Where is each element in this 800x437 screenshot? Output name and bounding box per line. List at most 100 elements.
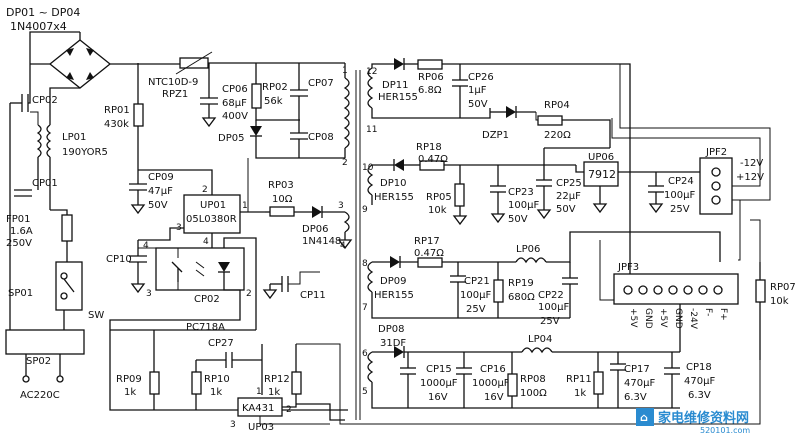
cp25-label: CP25 [556,178,582,189]
pin-7: 7 [362,303,368,313]
pin-8: 8 [362,259,368,269]
dp10-label: DP10 [380,178,406,189]
jpf3-pin-5 [683,285,693,295]
cp24-value1: 100μF [664,190,695,201]
resistor-rp09 [149,371,160,395]
ic-7912-label: 7912 [588,168,616,181]
ic-up01 [183,194,241,234]
resistor-rp10 [191,371,202,395]
rp19-value: 680Ω [508,292,535,303]
watermark-logo-mark: ⌂ [640,411,648,424]
resistor-rp05 [454,183,465,207]
jpf3-pin-label-7: F+ [718,308,728,321]
opto-pin4: 4 [143,241,149,251]
primary-winding [343,77,350,149]
rp07-label: RP07 [770,282,796,293]
cp24-label: CP24 [668,176,694,187]
jpf2-label: JPF2 [705,147,727,158]
cp18-label: CP18 [686,362,712,373]
jpf3-pin-label-5: -24V [688,308,698,330]
rp08-label: RP08 [520,374,546,385]
rp18-value: 0.47Ω [418,154,448,165]
dp08-label: DP08 [378,324,404,335]
sw-label: SW [88,310,104,321]
watermark-text: 家电维修资料网 [658,410,749,426]
rp01-value: 430k [104,119,129,130]
cp23-value2: 50V [508,214,528,225]
rp06-value: 6.8Ω [418,85,442,96]
cp26-label: CP26 [468,72,494,83]
rp10-value: 1k [210,387,222,398]
rp08-value: 100Ω [520,388,547,399]
resistor-rp19 [493,279,504,303]
up01-pin2: 2 [202,185,208,195]
cp22-label: CP22 [538,290,564,301]
inductor-lp06 [515,257,547,264]
dp08-value: 31DF [380,338,406,349]
regulator-7912 [583,161,619,187]
minus12v-label: -12V [740,158,763,169]
bridge-rectifier [48,32,112,89]
rp17-label: RP17 [414,236,440,247]
cp11-label: CP11 [300,290,326,301]
up01-label: UP01 [200,200,226,211]
plug-sp02 [5,329,85,355]
cp22-value1: 100μF [538,302,569,313]
jpf3-pin-1 [623,285,633,295]
rp09-value: 1k [124,387,136,398]
jpf3-pin-label-3: +5V [658,308,668,328]
ka431-label: KA431 [242,403,274,414]
pc718a-label: PC718A [186,322,225,333]
fuse-fp01 [61,214,73,242]
cp02-label: CP02 [32,95,58,106]
cp07-label: CP07 [308,78,334,89]
rp02-value: 56k [264,96,283,107]
connector-jpf2 [699,157,733,215]
jpf3-pin-label-2: GND [643,308,653,329]
dp05-label: DP05 [218,133,244,144]
pin-5: 5 [362,387,368,397]
fp01-label: FP01 [6,214,31,225]
rp10-label: RP10 [204,374,230,385]
up06-label: UP06 [588,152,614,163]
dp-type-label: 1N4007x4 [10,20,67,33]
rp17-value: 0.47Ω [414,248,444,259]
dp09-label: DP09 [380,276,406,287]
resistor-rp04 [537,115,563,126]
cp25-value2: 50V [556,204,576,215]
rp09-label: RP09 [116,374,142,385]
cp21-label: CP21 [464,276,490,287]
ka431-pin3: 3 [230,420,236,430]
up03-label: UP03 [248,422,274,433]
resistor-rp03 [269,206,295,217]
pin-6: 6 [362,349,368,359]
her155b-label: HER155 [374,192,414,203]
pin-12: 12 [366,67,377,77]
rp12-value: 1k [268,387,280,398]
ka431-pin2: 2 [286,405,292,415]
jpf3-pin-3 [653,285,663,295]
lp04-label: LP04 [528,334,552,345]
optocoupler-pc718a [155,247,245,291]
rp03-value: 10Ω [272,194,293,205]
cp15-value2: 16V [428,392,448,403]
jpf3-pin-4 [668,285,678,295]
pin-2: 2 [342,158,348,168]
cp15-value1: 1000μF [420,378,458,389]
rp19-label: RP19 [508,278,534,289]
cp27-label: CP27 [208,338,234,349]
jpf3-pin-label-6: F- [703,308,713,316]
cp17-label: CP17 [624,364,650,375]
rp05-label: RP05 [426,192,452,203]
pin-10: 10 [362,163,374,173]
pin-9: 9 [362,205,368,215]
resistor-rp08 [507,373,518,397]
rp07-value: 10k [770,296,789,307]
cp25-value1: 22μF [556,191,581,202]
up01-value: 05L0380R [186,214,237,225]
cp06-value1: 68μF [222,98,247,109]
cp15-label: CP15 [426,364,452,375]
cp17-value2: 6.3V [624,392,647,403]
